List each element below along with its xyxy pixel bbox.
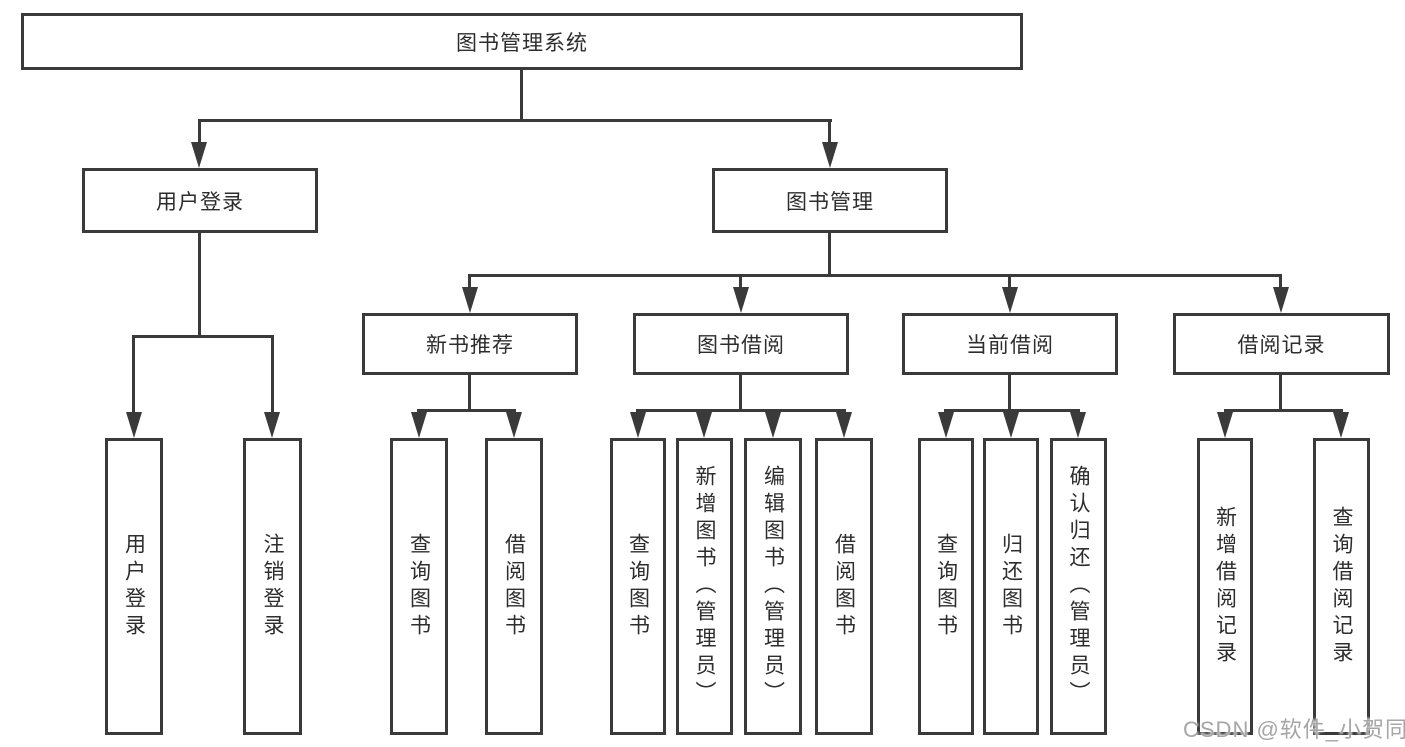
leaf-confirm-return-admin: 确认归还（管理员）: [1050, 438, 1107, 735]
node-label: 图书管理系统: [456, 31, 588, 55]
arrowhead: [938, 412, 954, 438]
leaf-user-login: 用户登录: [105, 438, 163, 735]
connector: [636, 409, 846, 412]
connector: [271, 335, 274, 415]
arrowhead: [765, 412, 781, 438]
connector: [1279, 274, 1282, 292]
node-label: 新增借阅记录: [1213, 505, 1237, 668]
node-label: 图书借阅: [697, 334, 785, 357]
arrowhead: [1217, 412, 1233, 438]
node-label: 查询图书: [407, 532, 431, 641]
node-label: 注销登录: [261, 532, 284, 641]
leaf-query-books-current: 查询图书: [918, 438, 974, 735]
connector: [828, 233, 831, 275]
leaf-add-book-admin: 新增图书（管理员）: [676, 438, 733, 735]
connector: [468, 274, 1282, 277]
node-current-borrowing: 当前借阅: [902, 313, 1118, 375]
arrowhead: [1273, 287, 1289, 313]
node-label: 查询借阅记录: [1330, 505, 1353, 668]
leaf-borrow-books-recommend: 借阅图书: [485, 438, 543, 735]
node-label: 查询图书: [934, 532, 958, 641]
connector: [417, 409, 516, 412]
arrowhead: [264, 412, 280, 438]
node-label: 用户登录: [122, 532, 146, 641]
csdn-watermark: CSDN @软件_小贺同学: [1183, 717, 1405, 742]
leaf-query-borrow-record: 查询借阅记录: [1313, 438, 1370, 735]
leaf-logout: 注销登录: [243, 438, 302, 735]
connector: [1008, 274, 1011, 292]
node-user-login: 用户登录: [82, 168, 318, 233]
arrowhead: [630, 412, 646, 438]
node-label: 图书管理: [786, 190, 874, 214]
node-label: 归还图书: [999, 532, 1023, 641]
node-label: 当前借阅: [966, 334, 1054, 357]
node-new-book-recommend: 新书推荐: [362, 313, 578, 375]
node-label: 编辑图书（管理员）: [761, 465, 785, 708]
arrowhead: [191, 142, 207, 168]
node-label: 借阅图书: [832, 532, 856, 641]
node-root-library-system: 图书管理系统: [21, 13, 1023, 70]
connector: [132, 335, 274, 338]
leaf-return-book: 归还图书: [983, 438, 1039, 735]
arrowhead: [822, 142, 838, 168]
leaf-borrow-books: 借阅图书: [815, 438, 873, 735]
arrowhead: [696, 412, 712, 438]
arrowhead: [836, 412, 852, 438]
arrowhead: [1003, 412, 1019, 438]
connector: [944, 409, 1080, 412]
arrowhead: [1333, 412, 1349, 438]
arrowhead: [126, 412, 142, 438]
node-book-management: 图书管理: [712, 168, 948, 233]
leaf-query-books-borrowing: 查询图书: [610, 438, 666, 735]
node-label: 查询图书: [626, 532, 650, 641]
arrowhead: [462, 287, 478, 313]
connector: [520, 70, 523, 120]
arrowhead: [1070, 412, 1086, 438]
connector: [132, 335, 135, 415]
node-label: 新书推荐: [426, 334, 514, 357]
node-book-borrowing: 图书借阅: [633, 313, 849, 375]
arrowhead: [733, 287, 749, 313]
connector: [739, 375, 742, 412]
node-label: 用户登录: [156, 190, 244, 214]
node-label: 新增图书（管理员）: [693, 465, 716, 708]
arrowhead: [411, 412, 427, 438]
node-label: 确认归还（管理员）: [1067, 465, 1090, 708]
arrowhead: [1002, 287, 1018, 313]
connector: [1008, 375, 1011, 412]
connector: [198, 119, 832, 122]
node-label: 借阅图书: [502, 532, 526, 641]
connector: [739, 274, 742, 292]
connector: [198, 119, 201, 151]
connector: [1279, 375, 1282, 412]
connector: [1224, 409, 1343, 412]
connector: [468, 375, 471, 412]
leaf-query-books-recommend: 查询图书: [390, 438, 448, 735]
connector: [198, 233, 201, 336]
connector: [828, 119, 831, 151]
arrowhead: [506, 412, 522, 438]
leaf-edit-book-admin: 编辑图书（管理员）: [744, 438, 802, 735]
connector: [468, 274, 471, 292]
node-borrowing-records: 借阅记录: [1173, 313, 1390, 375]
node-label: 借阅记录: [1237, 334, 1326, 357]
leaf-add-borrow-record: 新增借阅记录: [1197, 438, 1253, 735]
